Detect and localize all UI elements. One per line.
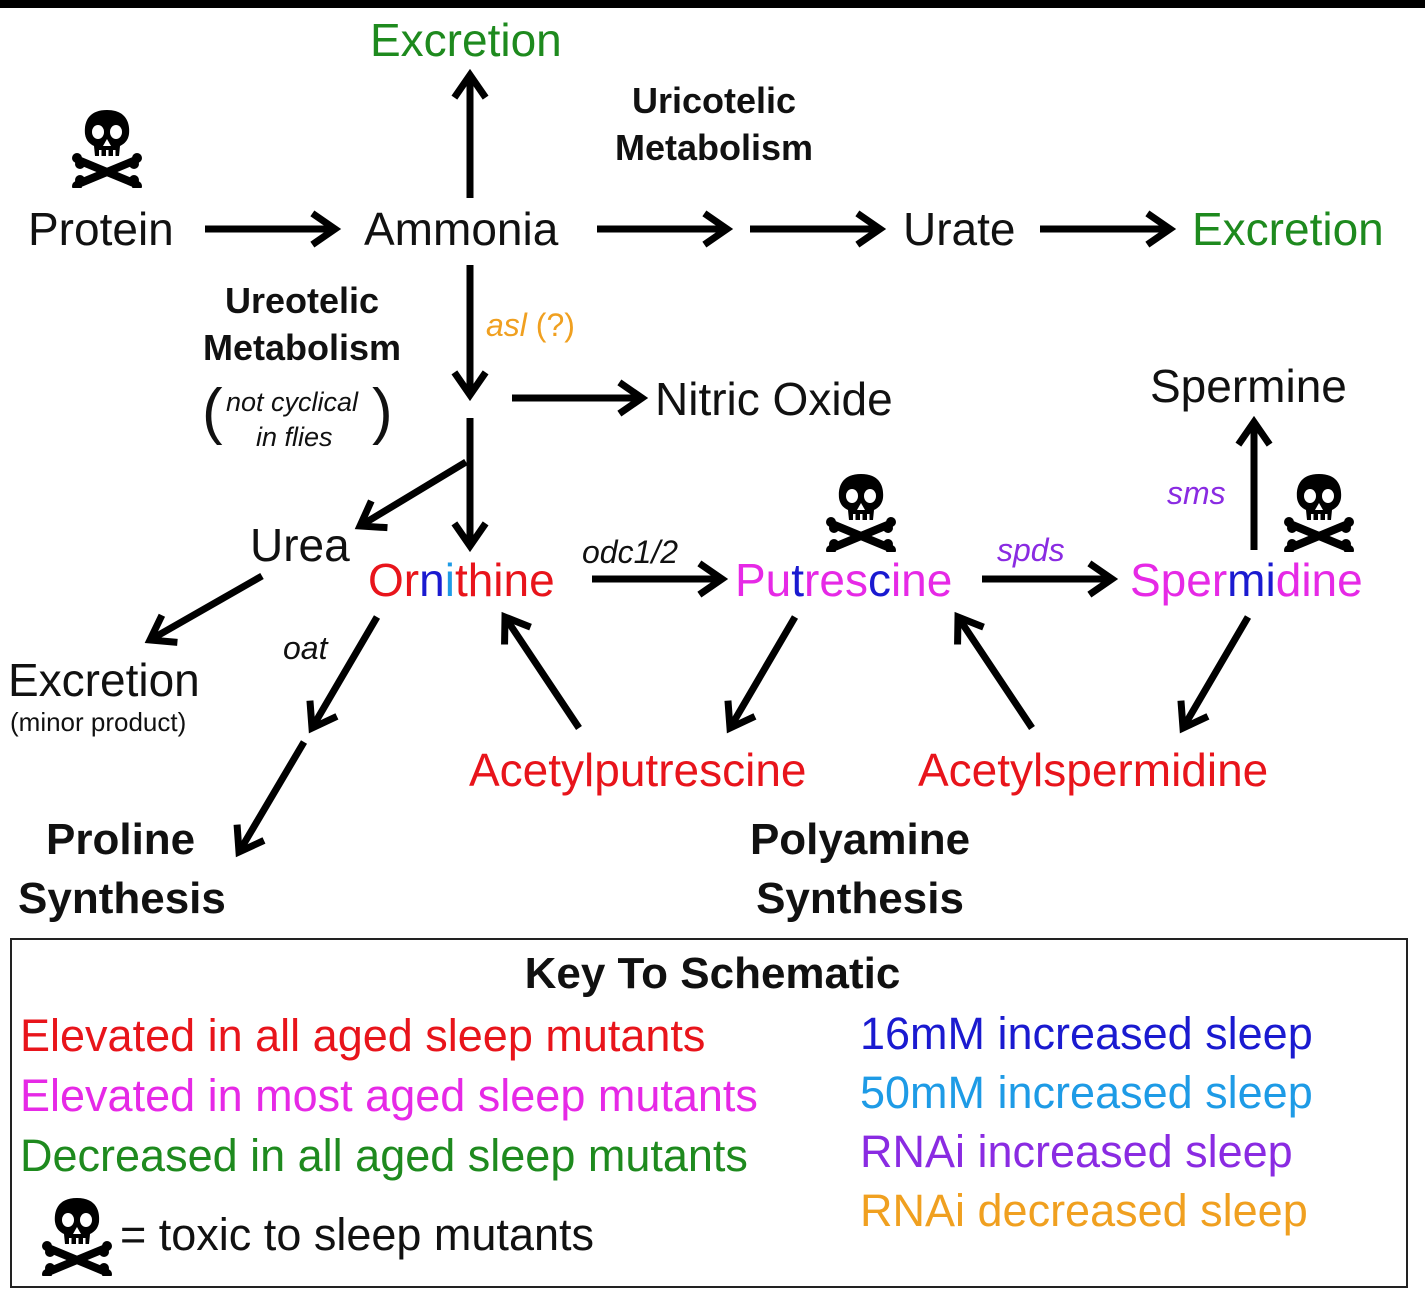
- arrow-oat-2-head: [233, 824, 266, 858]
- label-uricotelic-2: Metabolism: [614, 126, 814, 168]
- putrescine-part-4: c: [867, 554, 891, 606]
- label-uricotelic: Uricotelic Metabolism: [605, 78, 823, 172]
- enzyme-asl-question: (?): [526, 307, 575, 343]
- label-ureotelic-1: Ureotelic: [224, 280, 380, 321]
- key-toxic-label: = toxic to sleep mutants: [120, 1209, 594, 1260]
- arrow-to-urea-head: [354, 499, 388, 532]
- node-acetylputrescine: Acetylputrescine: [469, 744, 807, 796]
- ornithine-part-4: thine: [454, 554, 555, 606]
- arrow-putrescine-spermidine-head: [1087, 560, 1119, 598]
- node-urea: Urea: [250, 519, 350, 571]
- key-box: [10, 938, 1408, 1288]
- arrow-acetylputrescine-ornithine: [502, 615, 582, 730]
- label-ureotelic: Ureotelic Metabolism: [192, 278, 412, 372]
- label-polyamine-synthesis: Polyamine Synthesis: [735, 810, 985, 929]
- ureotelic-note: ( not cyclical in flies ): [200, 377, 400, 453]
- arrow-oat-1: [308, 615, 381, 730]
- skull-crossbones-icon: [72, 108, 142, 188]
- arrow-to-urea: [358, 459, 468, 529]
- node-spermidine: Spermidine: [1130, 557, 1363, 603]
- excretion-minor-note: (minor product): [10, 707, 187, 737]
- spermidine-part-4: ine: [1301, 554, 1363, 606]
- spermidine-part-1: Sper: [1130, 554, 1228, 606]
- ornithine-part-2: n: [419, 554, 445, 606]
- arrow-spermidine-acetylspermidine-head: [1177, 700, 1210, 734]
- label-proline-1: Proline: [46, 815, 196, 864]
- node-spermine: Spermine: [1150, 360, 1347, 412]
- enzyme-asl-name: asl: [486, 307, 527, 343]
- note-line-1: not cyclical: [226, 387, 359, 417]
- arrow-oat-2: [235, 740, 308, 854]
- arrow-urea-excretion-head: [144, 613, 178, 646]
- arrow-protein-ammonia-head: [310, 210, 342, 248]
- arrow-acetylspermidine-putrescine: [955, 615, 1035, 730]
- skull-crossbones-icon: [826, 472, 896, 552]
- arrow-ammonia-excretion-head: [451, 68, 489, 100]
- arrow-putrescine-acetylputrescine-head: [724, 700, 757, 734]
- top-border: [0, 0, 1425, 8]
- enzyme-oat: oat: [283, 630, 328, 666]
- arrow-to-ornithine-head: [451, 521, 489, 553]
- key-left-item-3: Decreased in all aged sleep mutants: [20, 1130, 748, 1181]
- node-protein: Protein: [28, 203, 174, 255]
- key-left-item-2: Elevated in most aged sleep mutants: [20, 1070, 758, 1121]
- putrescine-part-5: ine: [890, 554, 953, 606]
- key-right-item-4: RNAi decreased sleep: [860, 1185, 1308, 1236]
- skull-crossbones-icon: [1284, 472, 1354, 552]
- arrow-oat-1-head: [306, 700, 339, 734]
- enzyme-odc: odc1/2: [582, 534, 679, 570]
- arrow-spermidine-spermine-head: [1235, 415, 1273, 447]
- label-uricotelic-1: Uricotelic: [631, 80, 797, 121]
- arrow-spermidine-acetylspermidine: [1179, 615, 1252, 730]
- key-right-item-1: 16mM increased sleep: [860, 1008, 1313, 1059]
- arrow-acetylspermidine-putrescine-head: [954, 611, 985, 645]
- node-excretion-left: Excretion: [8, 654, 200, 706]
- node-acetylspermidine: Acetylspermidine: [918, 744, 1269, 796]
- arrow-putrescine-acetylputrescine: [726, 615, 799, 730]
- enzyme-spds: spds: [997, 532, 1065, 568]
- putrescine-part-1: Pu: [735, 554, 792, 606]
- enzyme-asl: asl (?): [486, 309, 575, 341]
- key-right-item-3: RNAi increased sleep: [860, 1126, 1293, 1177]
- arrow-nitric-oxide-head: [617, 379, 649, 417]
- label-proline-2: Synthesis: [18, 874, 226, 924]
- label-polyamine-2: Synthesis: [756, 874, 964, 924]
- skull-crossbones-icon: [42, 1196, 112, 1276]
- node-ornithine: Ornithine: [368, 557, 555, 603]
- spermidine-part-2: mi: [1227, 554, 1276, 606]
- node-putrescine: Putrescine: [735, 557, 952, 603]
- ornithine-part-1: Or: [368, 554, 420, 606]
- arrow-ammonia-down-head: [451, 370, 489, 402]
- paren-close: ): [372, 377, 393, 446]
- putrescine-part-3: res: [804, 554, 868, 606]
- arrow-ammonia-mid-head: [702, 210, 734, 248]
- node-excretion-top: Excretion: [370, 14, 562, 66]
- arrow-mid-urate-head: [855, 210, 887, 248]
- label-polyamine-1: Polyamine: [749, 815, 971, 864]
- enzyme-sms: sms: [1167, 475, 1226, 511]
- key-title: Key To Schematic: [524, 949, 901, 998]
- node-excretion-right: Excretion: [1192, 203, 1384, 255]
- putrescine-part-2: t: [791, 554, 805, 606]
- node-ammonia: Ammonia: [364, 203, 559, 255]
- paren-open: (: [202, 377, 223, 446]
- key-right-item-2: 50mM increased sleep: [860, 1067, 1313, 1118]
- label-proline-synthesis: Proline Synthesis: [18, 810, 226, 929]
- spermidine-part-3: d: [1275, 554, 1302, 606]
- ornithine-part-3: i: [444, 554, 455, 606]
- arrow-acetylputrescine-ornithine-head: [501, 611, 532, 645]
- node-nitric-oxide: Nitric Oxide: [655, 373, 893, 425]
- arrow-urea-excretion: [148, 572, 264, 644]
- arrow-urate-excretion-head: [1145, 210, 1177, 248]
- arrow-ornithine-putrescine-head: [697, 560, 729, 598]
- key-left-item-1: Elevated in all aged sleep mutants: [20, 1010, 706, 1061]
- node-urate: Urate: [903, 203, 1016, 255]
- note-line-2: in flies: [256, 422, 333, 452]
- label-ureotelic-2: Metabolism: [202, 326, 402, 368]
